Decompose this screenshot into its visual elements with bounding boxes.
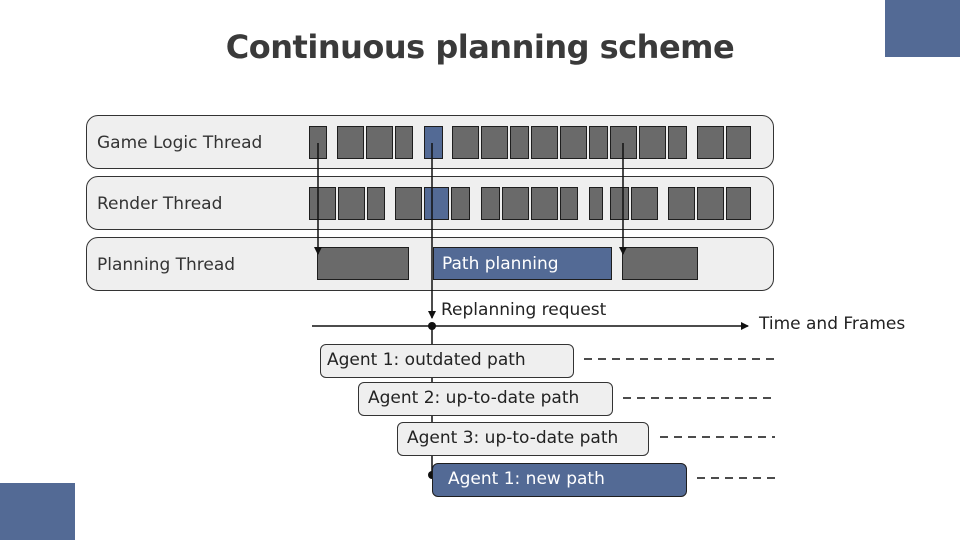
render-frame xyxy=(367,187,385,220)
render-frame xyxy=(631,187,658,220)
path-planning-block: Path planning xyxy=(433,247,612,280)
render-frame xyxy=(502,187,529,220)
game-logic-frame xyxy=(366,126,393,159)
game-logic-frame xyxy=(560,126,587,159)
render-frame xyxy=(531,187,558,220)
agent-3-up-to-date-path: Agent 3: up-to-date path xyxy=(397,422,649,456)
render-frame xyxy=(610,187,629,220)
render-frame xyxy=(589,187,603,220)
game-logic-frame xyxy=(510,126,529,159)
agent-1-outdated-path: Agent 1: outdated path xyxy=(320,344,574,378)
game-logic-frame xyxy=(531,126,558,159)
render-frame xyxy=(338,187,365,220)
game-logic-frame xyxy=(395,126,413,159)
corner-accent-top-right xyxy=(885,0,960,57)
game-logic-frame xyxy=(481,126,508,159)
planning-block xyxy=(317,247,409,280)
game-logic-frame xyxy=(589,126,608,159)
render-frame xyxy=(668,187,695,220)
agent-2-up-to-date-path: Agent 2: up-to-date path xyxy=(358,382,613,416)
game-logic-frame xyxy=(337,126,364,159)
game-logic-frame xyxy=(639,126,666,159)
lane-label-render: Render Thread xyxy=(97,194,223,214)
render-frame xyxy=(726,187,751,220)
game-logic-frame xyxy=(697,126,724,159)
replanning-request-label: Replanning request xyxy=(441,300,607,320)
replan-dot xyxy=(428,322,436,330)
game-logic-frame xyxy=(452,126,479,159)
agent-1-new-path: Agent 1: new path xyxy=(432,463,687,497)
render-frame xyxy=(697,187,724,220)
game-logic-frame xyxy=(726,126,751,159)
timeline-label: Time and Frames xyxy=(759,314,906,334)
render-frame xyxy=(451,187,470,220)
planning-block xyxy=(622,247,698,280)
render-frame xyxy=(560,187,578,220)
render-frame xyxy=(481,187,500,220)
page-title: Continuous planning scheme xyxy=(225,28,735,66)
game-logic-frame-replan xyxy=(424,126,443,159)
lane-label-planning: Planning Thread xyxy=(97,255,236,275)
render-frame xyxy=(395,187,422,220)
game-logic-frame xyxy=(668,126,687,159)
corner-accent-bottom-left xyxy=(0,483,75,540)
render-frame-replan xyxy=(424,187,449,220)
render-frame xyxy=(309,187,336,220)
lane-label-game-logic: Game Logic Thread xyxy=(97,133,263,153)
